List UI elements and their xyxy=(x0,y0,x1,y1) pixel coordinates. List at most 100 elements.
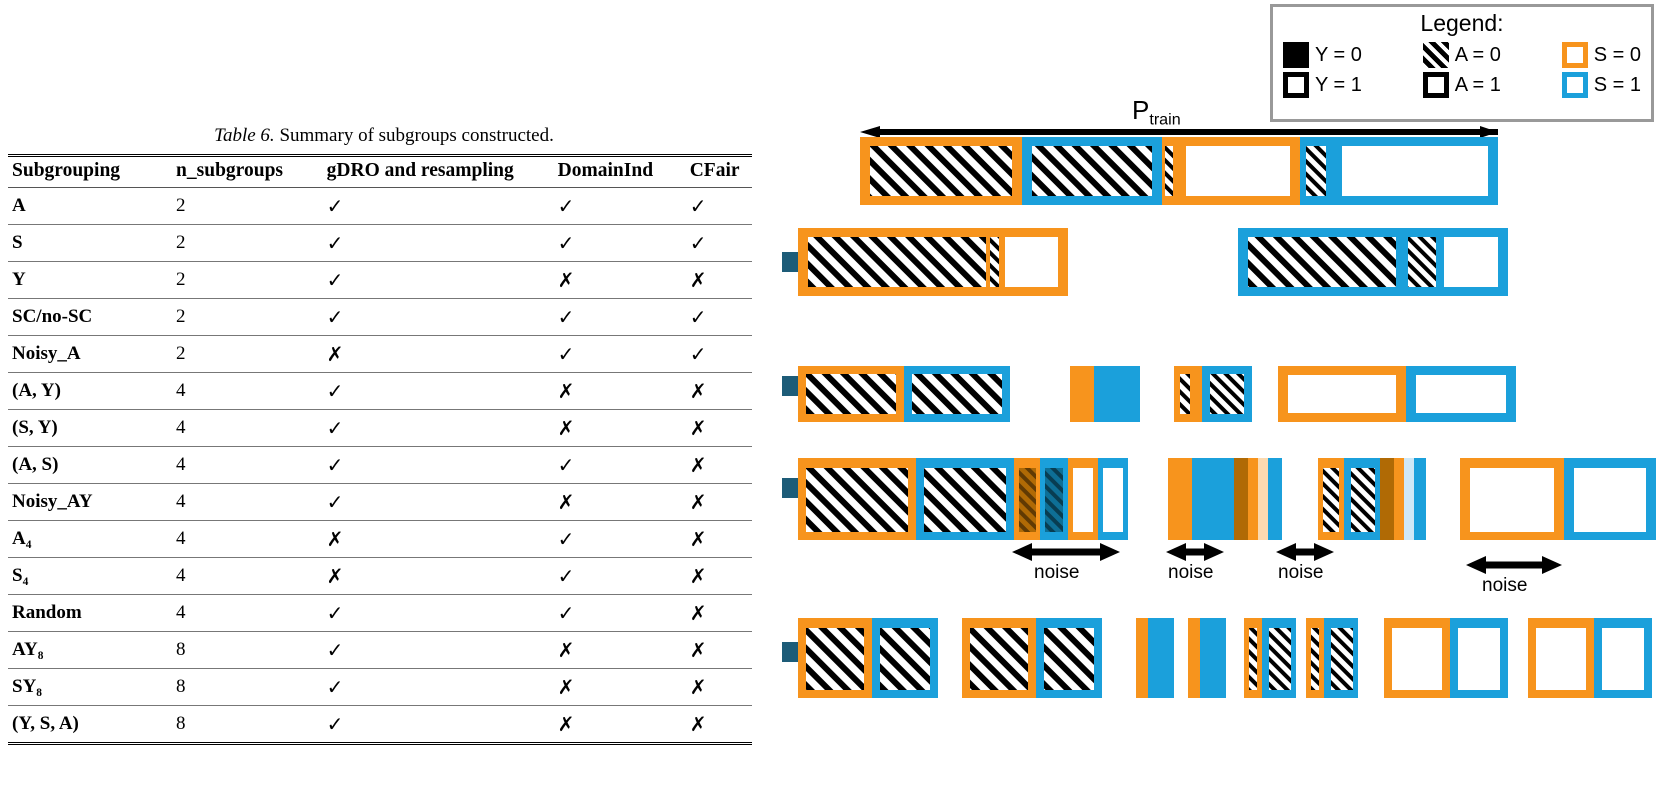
hatched-black-square-icon xyxy=(1422,42,1449,68)
cell-gdro: ✓ xyxy=(326,194,344,218)
cell-domainind: ✗ xyxy=(557,416,575,440)
legend-item-a1: A = 1 xyxy=(1422,72,1501,98)
cell-n-subgroups: 2 xyxy=(176,343,186,364)
cell-domainind: ✓ xyxy=(557,194,575,218)
cell-n-subgroups: 4 xyxy=(176,380,186,401)
legend-label-a1: A = 1 xyxy=(1454,73,1501,96)
legend-item-a0: A = 0 xyxy=(1422,42,1501,68)
cell-subgrouping: (A, S) xyxy=(12,454,59,475)
cell-cfair: ✗ xyxy=(689,564,707,588)
cell-gdro: ✓ xyxy=(326,231,344,255)
cell-cfair: ✗ xyxy=(689,527,707,551)
legend-label-y1: Y = 1 xyxy=(1315,73,1362,96)
cell-domainind: ✓ xyxy=(557,231,575,255)
noise-arrow-icon-2 xyxy=(1166,543,1224,561)
cell-gdro: ✓ xyxy=(326,379,344,403)
cell-subgrouping: SY₈ xyxy=(12,676,42,697)
cell-cfair: ✗ xyxy=(689,675,707,699)
distribution-bands xyxy=(782,137,1656,698)
legend-row-top: Y = 0 A = 0 S = 0 xyxy=(1283,42,1641,68)
cell-n-subgroups: 8 xyxy=(176,713,186,734)
table-row: (A, Y)4✓✗✗ xyxy=(8,373,752,410)
cell-cfair: ✓ xyxy=(689,342,707,366)
column-header-n-subgroups: n_subgroups xyxy=(176,160,284,181)
cell-gdro: ✓ xyxy=(326,268,344,292)
cell-domainind: ✗ xyxy=(557,675,575,699)
table-caption: Table 6. Summary of subgroups constructe… xyxy=(8,125,760,147)
cell-cfair: ✗ xyxy=(689,416,707,440)
cell-cfair: ✗ xyxy=(689,379,707,403)
cell-cfair: ✓ xyxy=(689,231,707,255)
subgroups-table: Subgrouping n_subgroups gDRO and resampl… xyxy=(8,154,752,745)
cell-cfair: ✓ xyxy=(689,194,707,218)
band-row-split-4-noisy xyxy=(782,458,1656,540)
cell-subgrouping: Noisy_AY xyxy=(12,491,93,512)
cell-domainind: ✓ xyxy=(557,564,575,588)
filled-black-square-icon xyxy=(1283,42,1309,68)
cell-domainind: ✗ xyxy=(557,490,575,514)
cell-gdro: ✓ xyxy=(326,305,344,329)
cell-subgrouping: S₄ xyxy=(12,565,29,586)
ptrain-axis-arrow-icon xyxy=(860,126,1498,138)
cell-n-subgroups: 2 xyxy=(176,306,186,327)
legend-item-y1: Y = 1 xyxy=(1283,72,1362,98)
cell-subgrouping: (Y, S, A) xyxy=(12,713,79,734)
column-header-cfair: CFair xyxy=(689,160,740,181)
noise-arrows xyxy=(1012,543,1562,574)
band-row-split-4 xyxy=(782,366,1516,422)
cell-n-subgroups: 4 xyxy=(176,528,186,549)
cell-gdro: ✓ xyxy=(326,453,344,477)
cell-domainind: ✗ xyxy=(557,268,575,292)
cell-subgrouping: Noisy_A xyxy=(12,343,81,364)
cell-cfair: ✗ xyxy=(689,601,707,625)
orange-outline-square-icon xyxy=(1561,42,1588,68)
cell-gdro: ✓ xyxy=(326,638,344,662)
column-header-subgrouping: Subgrouping xyxy=(12,160,121,181)
cell-domainind: ✓ xyxy=(557,305,575,329)
cell-gdro: ✓ xyxy=(326,601,344,625)
subgroup-construction-diagram: Legend: Y = 0 A = 0 S = 0 Y xyxy=(760,0,1661,795)
legend-label-a0: A = 0 xyxy=(1454,43,1501,66)
cell-domainind: ✓ xyxy=(557,601,575,625)
table-row: (A, S)4✓✓✗ xyxy=(8,447,752,484)
table-row: S₄ 4 ✗ ✓ ✗ xyxy=(8,558,752,595)
table-row: (Y, S, A)8✓✗✗ xyxy=(8,706,752,744)
cell-domainind: ✓ xyxy=(557,527,575,551)
table-row: (S, Y)4✓✗✗ xyxy=(8,410,752,447)
cell-subgrouping: S xyxy=(12,232,23,253)
cell-n-subgroups: 4 xyxy=(176,454,186,475)
cell-cfair: ✗ xyxy=(689,712,707,736)
noise-arrow-icon-3 xyxy=(1276,543,1334,561)
noise-arrow-icon-4 xyxy=(1466,556,1562,574)
cell-subgrouping: A₄ xyxy=(12,528,32,549)
noise-label-1: noise xyxy=(1034,562,1080,583)
cell-subgrouping: SC/no-SC xyxy=(12,306,93,327)
column-header-domainind: DomainInd xyxy=(557,160,654,181)
table-header-row: Subgrouping n_subgroups gDRO and resampl… xyxy=(8,155,752,188)
cell-n-subgroups: 2 xyxy=(176,269,186,290)
cell-gdro: ✗ xyxy=(326,564,344,588)
cell-n-subgroups: 2 xyxy=(176,232,186,253)
cell-n-subgroups: 4 xyxy=(176,491,186,512)
cell-cfair: ✗ xyxy=(689,453,707,477)
cell-subgrouping: (A, Y) xyxy=(12,380,61,401)
cell-n-subgroups: 4 xyxy=(176,565,186,586)
cell-gdro: ✗ xyxy=(326,527,344,551)
band-row-ptrain xyxy=(860,137,1498,205)
legend-item-s0: S = 0 xyxy=(1561,42,1641,68)
cell-subgrouping: (S, Y) xyxy=(12,417,58,438)
legend-label-s1: S = 1 xyxy=(1593,73,1641,96)
cell-domainind: ✓ xyxy=(557,342,575,366)
noise-label-2: noise xyxy=(1168,562,1214,583)
cell-domainind: ✗ xyxy=(557,638,575,662)
legend-label-s0: S = 0 xyxy=(1593,43,1641,66)
table-row: S 2 ✓ ✓ ✓ xyxy=(8,225,752,262)
cell-n-subgroups: 8 xyxy=(176,639,186,660)
